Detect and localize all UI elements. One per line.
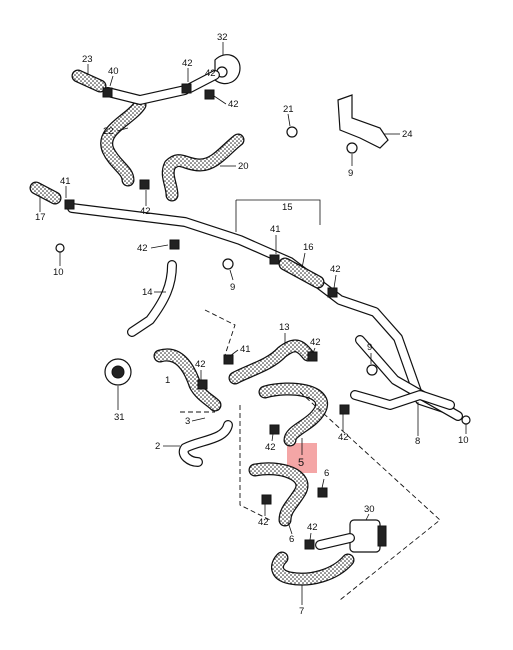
callout-7: 7 bbox=[299, 606, 304, 617]
bracket-32[interactable] bbox=[185, 54, 241, 93]
hose-13[interactable] bbox=[228, 339, 315, 385]
callout-42: 42 bbox=[338, 432, 349, 443]
clamp-group bbox=[64, 83, 350, 550]
pipe-14[interactable] bbox=[127, 260, 177, 337]
callout-9: 9 bbox=[230, 282, 235, 293]
callout-42: 42 bbox=[307, 522, 318, 533]
callout-31: 31 bbox=[114, 412, 125, 423]
callout-5: 5 bbox=[298, 457, 304, 469]
callout-42: 42 bbox=[228, 99, 239, 110]
callout-42: 42 bbox=[137, 243, 148, 254]
callout-42: 42 bbox=[258, 517, 269, 528]
callout-17: 17 bbox=[35, 212, 46, 223]
callout-13: 13 bbox=[279, 322, 290, 333]
callout-16: 16 bbox=[303, 242, 314, 253]
callout-40: 40 bbox=[108, 66, 119, 77]
callout-42: 42 bbox=[330, 264, 341, 275]
hose-22[interactable] bbox=[100, 98, 147, 187]
valve-30[interactable] bbox=[315, 519, 387, 553]
callout-9: 9 bbox=[348, 168, 353, 179]
callout-9: 9 bbox=[367, 342, 372, 353]
callout-41: 41 bbox=[240, 344, 251, 355]
bracket-24[interactable] bbox=[337, 94, 389, 149]
flange-31[interactable] bbox=[104, 358, 132, 386]
pipe-2[interactable] bbox=[178, 420, 233, 467]
hose-23[interactable] bbox=[71, 69, 107, 93]
hose-17[interactable] bbox=[29, 181, 62, 205]
callout-1: 1 bbox=[165, 375, 170, 386]
hose-20[interactable] bbox=[161, 133, 245, 202]
callout-6: 6 bbox=[324, 468, 329, 479]
hose-7[interactable] bbox=[271, 551, 355, 586]
callout-14: 14 bbox=[142, 287, 153, 298]
callout-8: 8 bbox=[415, 436, 420, 447]
callout-23: 23 bbox=[82, 54, 93, 65]
pipe-15[interactable] bbox=[67, 203, 455, 415]
callout-6: 6 bbox=[289, 534, 294, 545]
callout-2: 2 bbox=[155, 441, 160, 452]
callout-42: 42 bbox=[310, 337, 321, 348]
dashed-guides bbox=[180, 309, 441, 601]
callout-15: 15 bbox=[282, 202, 293, 213]
callout-24: 24 bbox=[402, 129, 413, 140]
hose-1[interactable] bbox=[153, 348, 222, 412]
callouts: 23 40 42 32 42 42 22 21 24 20 9 41 17 42… bbox=[35, 32, 469, 617]
callout-42: 42 bbox=[205, 68, 216, 79]
callout-32: 32 bbox=[217, 32, 228, 43]
callout-20: 20 bbox=[238, 161, 249, 172]
callout-10: 10 bbox=[458, 435, 469, 446]
callout-42: 42 bbox=[195, 359, 206, 370]
callout-30: 30 bbox=[364, 504, 375, 515]
callout-3: 3 bbox=[185, 416, 190, 427]
callout-42: 42 bbox=[265, 442, 276, 453]
pipe-8[interactable] bbox=[350, 335, 463, 421]
callout-41: 41 bbox=[270, 224, 281, 235]
callout-21: 21 bbox=[283, 104, 294, 115]
callout-42: 42 bbox=[140, 206, 151, 217]
pipe-upper-connector[interactable] bbox=[103, 85, 190, 105]
hose-16[interactable] bbox=[278, 257, 325, 289]
callout-41: 41 bbox=[60, 176, 71, 187]
callout-42: 42 bbox=[182, 58, 193, 69]
hose-6[interactable] bbox=[248, 462, 309, 527]
callout-10: 10 bbox=[53, 267, 64, 278]
callout-22: 22 bbox=[103, 126, 114, 137]
